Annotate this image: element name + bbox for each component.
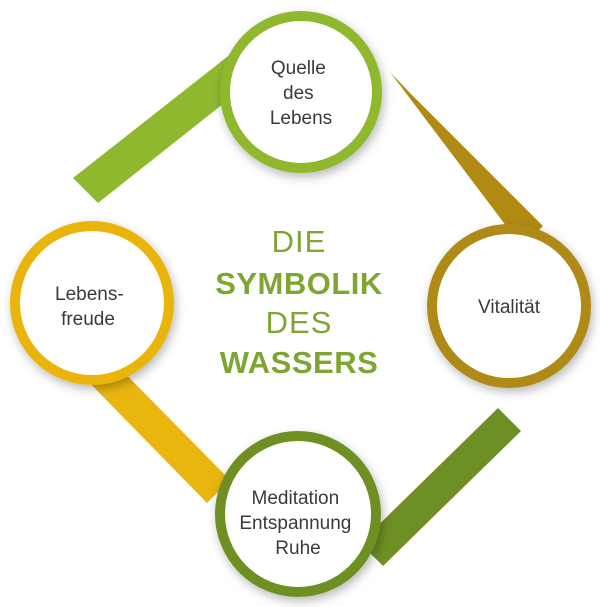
node-right-line-1: Vitalität [478, 297, 541, 318]
node-top-line-2: des [283, 83, 314, 104]
node-left-line-1: Lebens- [55, 284, 124, 305]
ribbon-bottom-right [360, 408, 521, 566]
node-right: Vitalität [427, 224, 591, 388]
ribbon-top-left [73, 53, 257, 203]
node-top-line-3: Lebens [270, 108, 332, 129]
title-line-symbolik: SYMBOLIK [215, 266, 383, 301]
node-bottom: Meditation Entspannung Ruhe [215, 431, 381, 597]
node-bottom-line-2: Entspannung [239, 513, 351, 534]
node-bottom-line-3: Ruhe [275, 538, 320, 559]
ribbon-top-right [390, 72, 543, 247]
svg-text:Vitalität: Vitalität [478, 297, 541, 318]
ribbon-bottom-left [76, 346, 230, 503]
svg-text:Lebens- freude: Lebens- freude [55, 284, 129, 330]
title-line-die: DIE [272, 224, 327, 259]
title-line-wassers: WASSERS [220, 345, 379, 380]
title-line-des: DES [266, 305, 333, 340]
node-left: Lebens- freude [10, 221, 174, 385]
svg-text:Quelle des Lebens: Quelle des Lebens [270, 58, 332, 129]
node-top-line-1: Quelle [271, 58, 326, 79]
center-title: DIE SYMBOLIK DES WASSERS [215, 224, 383, 380]
node-top: Quelle des Lebens [220, 11, 382, 173]
svg-text:Meditation Entspannung: Meditation Entspannung Ruhe [239, 488, 356, 559]
node-left-line-2: freude [61, 309, 115, 330]
node-bottom-line-1: Meditation [252, 488, 340, 509]
